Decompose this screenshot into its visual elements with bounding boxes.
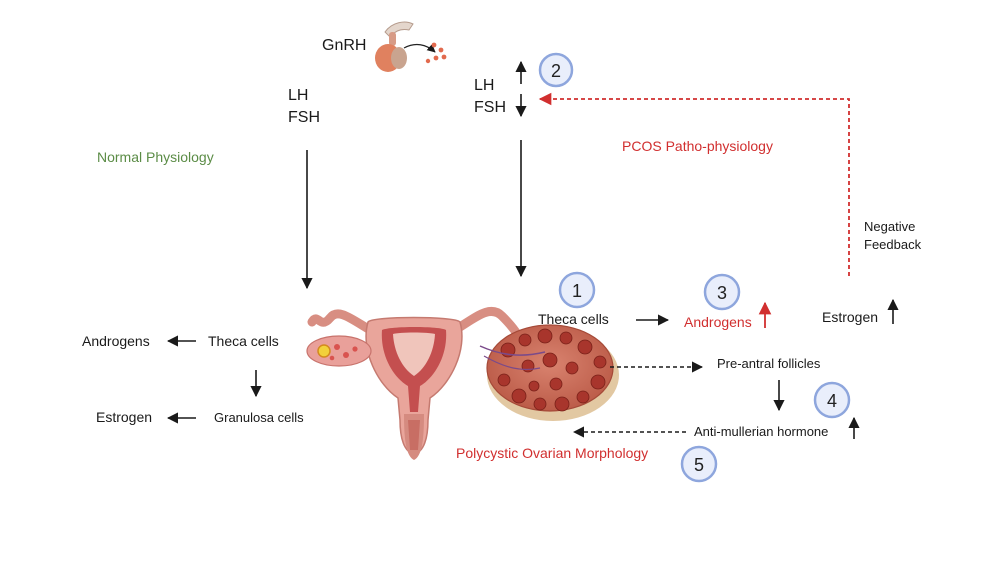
badge-1: 1	[558, 271, 596, 309]
svg-text:1: 1	[572, 281, 582, 301]
normal-estrogen-label: Estrogen	[96, 409, 152, 425]
badge-2: 2	[538, 52, 574, 88]
normal-physiology-title: Normal Physiology	[97, 149, 214, 165]
negative-feedback-line2: Feedback	[864, 237, 922, 252]
svg-text:3: 3	[717, 283, 727, 303]
normal-granulosa-label: Granulosa cells	[214, 410, 304, 425]
amh-label: Anti-mullerian hormone	[694, 424, 828, 439]
uterus-icon	[307, 306, 525, 460]
pcos-androgens-label: Androgens	[684, 314, 752, 330]
normal-androgens-label: Androgens	[82, 333, 150, 349]
negative-feedback-arrow	[538, 92, 850, 276]
right-lh-label: LH	[474, 77, 494, 94]
badge-5: 5	[680, 445, 718, 483]
pcos-theca-label: Theca cells	[538, 311, 609, 327]
svg-text:5: 5	[694, 455, 704, 475]
pcom-label: Polycystic Ovarian Morphology	[456, 445, 648, 461]
polycystic-ovary-icon	[479, 324, 619, 421]
preantral-label: Pre-antral follicles	[717, 356, 821, 371]
badge-4: 4	[813, 381, 851, 419]
svg-text:2: 2	[551, 61, 561, 81]
pcos-title: PCOS Patho-physiology	[622, 138, 773, 154]
normal-theca-label: Theca cells	[208, 333, 279, 349]
right-fsh-label: FSH	[474, 99, 506, 116]
svg-text:4: 4	[827, 391, 837, 411]
negative-feedback-line1: Negative	[864, 219, 915, 234]
pituitary-gland-icon	[375, 21, 447, 72]
left-fsh-label: FSH	[288, 109, 320, 126]
gnrh-label: GnRH	[322, 37, 366, 54]
pcos-estrogen-label: Estrogen	[822, 309, 878, 325]
badge-3: 3	[703, 273, 741, 311]
normal-ovary-icon	[306, 335, 372, 367]
left-lh-label: LH	[288, 87, 308, 104]
